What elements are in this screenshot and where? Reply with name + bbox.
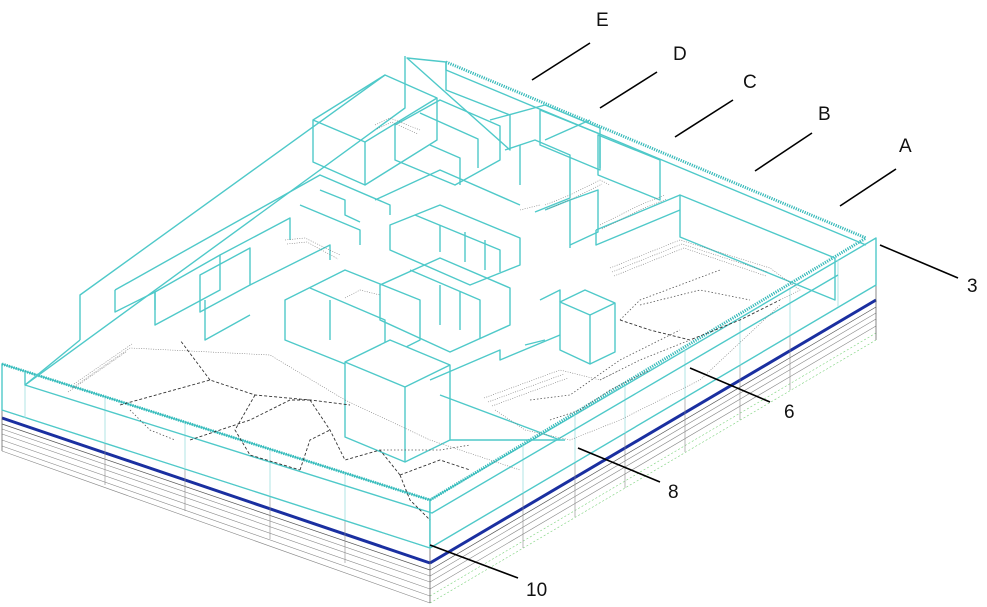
label-E: E — [596, 10, 609, 31]
label-C: C — [743, 72, 757, 93]
leader-B — [754, 132, 813, 172]
leader-3 — [879, 244, 959, 279]
leader-A — [839, 168, 897, 207]
foundation-layers — [1, 284, 877, 604]
leader-10 — [429, 544, 519, 579]
leader-6 — [689, 367, 771, 403]
label-D: D — [673, 44, 687, 65]
label-10: 10 — [526, 580, 547, 601]
interior-rooms — [114, 57, 836, 463]
label-A: A — [899, 136, 912, 157]
leader-E — [531, 42, 591, 81]
callout-labels: E D C B A 3 6 8 10 — [526, 10, 978, 601]
label-8: 8 — [668, 482, 679, 503]
label-B: B — [818, 104, 831, 125]
leader-8 — [577, 447, 661, 483]
leader-lines — [429, 42, 959, 579]
courtyards — [67, 117, 801, 521]
leader-C — [674, 99, 734, 138]
perimeter-walls — [1, 56, 877, 549]
leader-D — [599, 71, 658, 109]
label-6: 6 — [784, 402, 795, 423]
label-3: 3 — [967, 276, 978, 297]
